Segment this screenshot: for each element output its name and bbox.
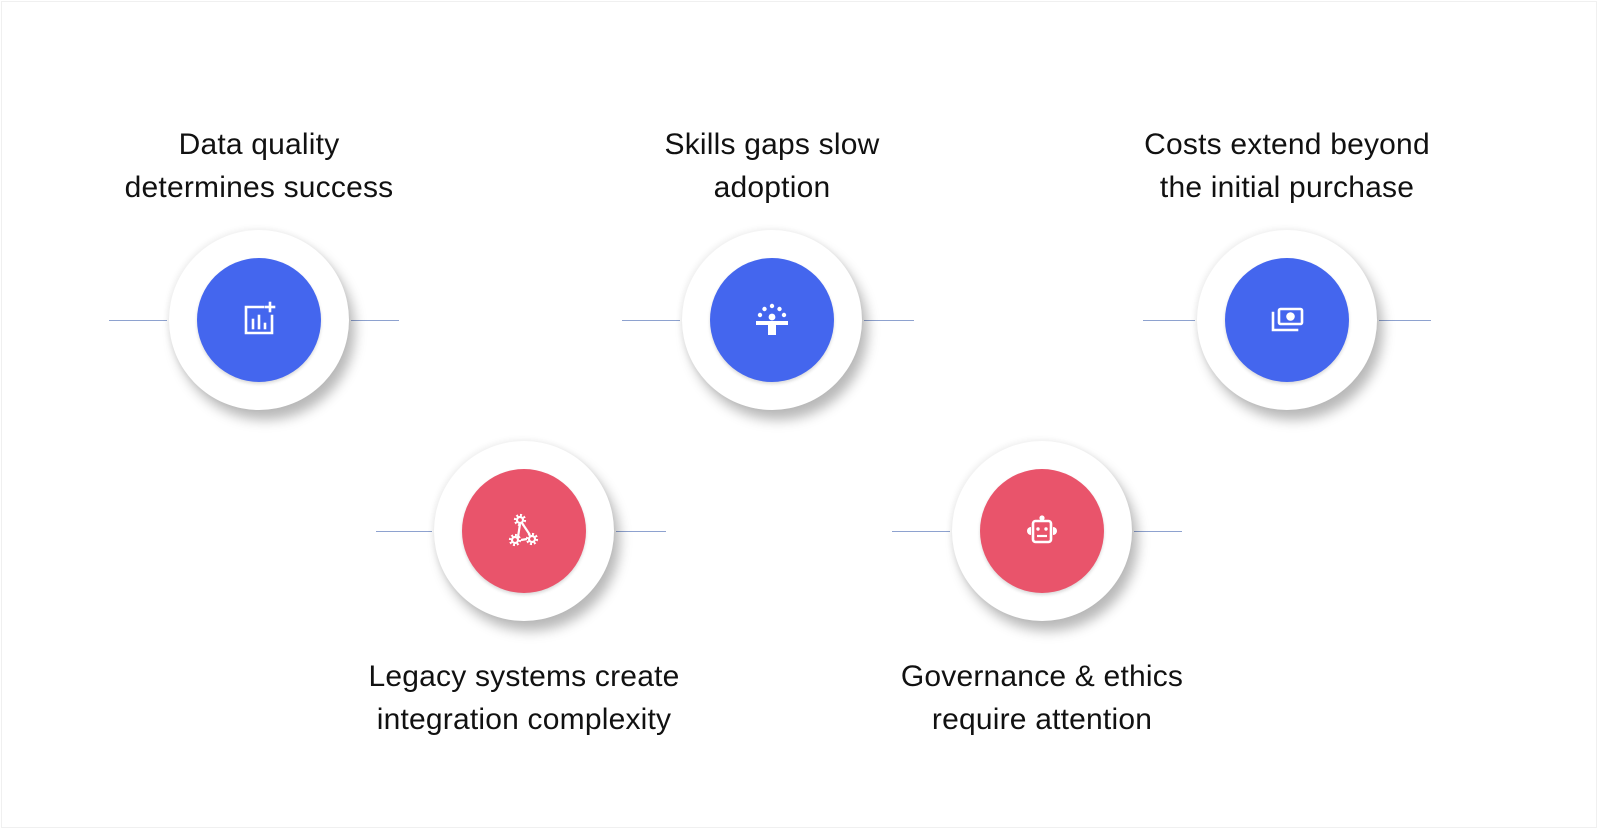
connector-line-left (622, 320, 680, 321)
connector-line-right (351, 320, 399, 321)
node-label: Costs extend beyond the initial purchase (1097, 123, 1477, 209)
node-label: Legacy systems create integration comple… (334, 655, 714, 741)
connector-line-right (864, 320, 914, 321)
label-line-2: adoption (713, 171, 831, 204)
node-label: Skills gaps slow adoption (582, 123, 962, 209)
node-disc (1225, 258, 1349, 382)
label-line-1: Legacy systems create (368, 660, 680, 693)
connector-line-left (109, 320, 167, 321)
label-line-2: determines success (124, 171, 394, 204)
label-line-1: Governance & ethics (900, 660, 1184, 693)
connector-line-left (1143, 320, 1195, 321)
connector-line-right (1379, 320, 1431, 321)
node-disc (462, 469, 586, 593)
connector-line-right (616, 531, 666, 532)
node-disc (197, 258, 321, 382)
label-line-2: the initial purchase (1159, 171, 1415, 204)
analytics-chart-plus-icon (244, 301, 276, 335)
label-line-1: Data quality (178, 128, 340, 161)
connected-gears-icon (508, 513, 539, 547)
node-label: Governance & ethics require attention (852, 655, 1232, 741)
node-disc (710, 258, 834, 382)
connector-line-left (892, 531, 950, 532)
connector-line-right (1134, 531, 1182, 532)
person-skills-icon (756, 303, 788, 335)
node-label: Data quality determines success (69, 123, 449, 209)
node-disc (980, 469, 1104, 593)
label-line-2: require attention (931, 703, 1153, 736)
label-line-1: Costs extend beyond (1144, 128, 1430, 161)
label-line-1: Skills gaps slow (664, 128, 880, 161)
robot-icon (1027, 515, 1057, 544)
money-bills-icon (1271, 307, 1304, 332)
connector-line-left (376, 531, 432, 532)
label-line-2: integration complexity (376, 703, 672, 736)
